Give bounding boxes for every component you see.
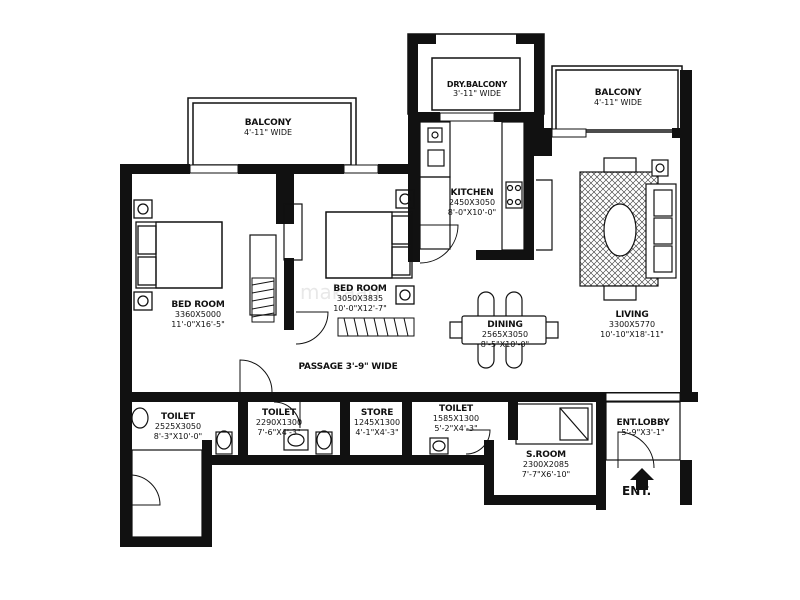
toilet2-label: TOILET 2290X1300 7'-6"X4'-3"	[255, 408, 303, 437]
dry-balcony-label: DRY.BALCONY 3'-11" WIDE	[446, 80, 508, 99]
kitchen-label: KITCHEN 2450X3050 8'-0"X10'-0"	[447, 188, 497, 217]
passage-label: PASSAGE 3'-9" WIDE	[298, 362, 398, 372]
watermark: makaan	[300, 280, 381, 304]
entrance-arrow-icon	[630, 468, 654, 490]
wardrobe-1	[251, 277, 275, 323]
bedroom2-label: BED ROOM 3050X3835 10'-0"X12'-7"	[333, 284, 387, 313]
living-label: LIVING 3300X5770 10'-10"X18'-11"	[600, 310, 664, 339]
bed-2	[325, 189, 415, 305]
toilet3-label: TOILET 1585X1300 5'-2"X4'-3"	[432, 404, 480, 433]
interior-lines	[131, 121, 681, 538]
dry-balcony-outline	[407, 33, 545, 130]
sroom-label: S.ROOM 2300X2085 7'-7"X6'-10"	[521, 450, 571, 479]
kitchen-fixtures	[427, 127, 523, 209]
exterior-walls	[120, 70, 698, 547]
balcony-left-label: BALCONY 4'-11" WIDE	[243, 118, 293, 138]
entlobby-label: ENT.LOBBY 5'-9"X3'-1"	[616, 418, 670, 438]
wardrobe-2	[337, 317, 415, 337]
bed-1	[133, 199, 223, 311]
store-label: STORE 1245X1300 4'-1"X4'-3"	[353, 408, 401, 437]
doors	[129, 224, 655, 506]
entrance-label: ENT.	[622, 484, 652, 498]
sroom-bed	[515, 403, 593, 445]
dining-set	[449, 291, 559, 369]
toilet-fixtures	[131, 407, 449, 455]
windows	[189, 112, 681, 402]
bedroom1-label: BED ROOM 3360X5000 11'-0"X16'-5"	[171, 300, 225, 329]
living-furniture	[579, 157, 677, 301]
dining-label: DINING 2565X3050 8'-5"X10'-0"	[480, 320, 530, 349]
balcony-right-label: BALCONY 4'-11" WIDE	[593, 88, 643, 108]
toilet1-label: TOILET 2525X3050 8'-3"X10'-0"	[153, 412, 203, 441]
